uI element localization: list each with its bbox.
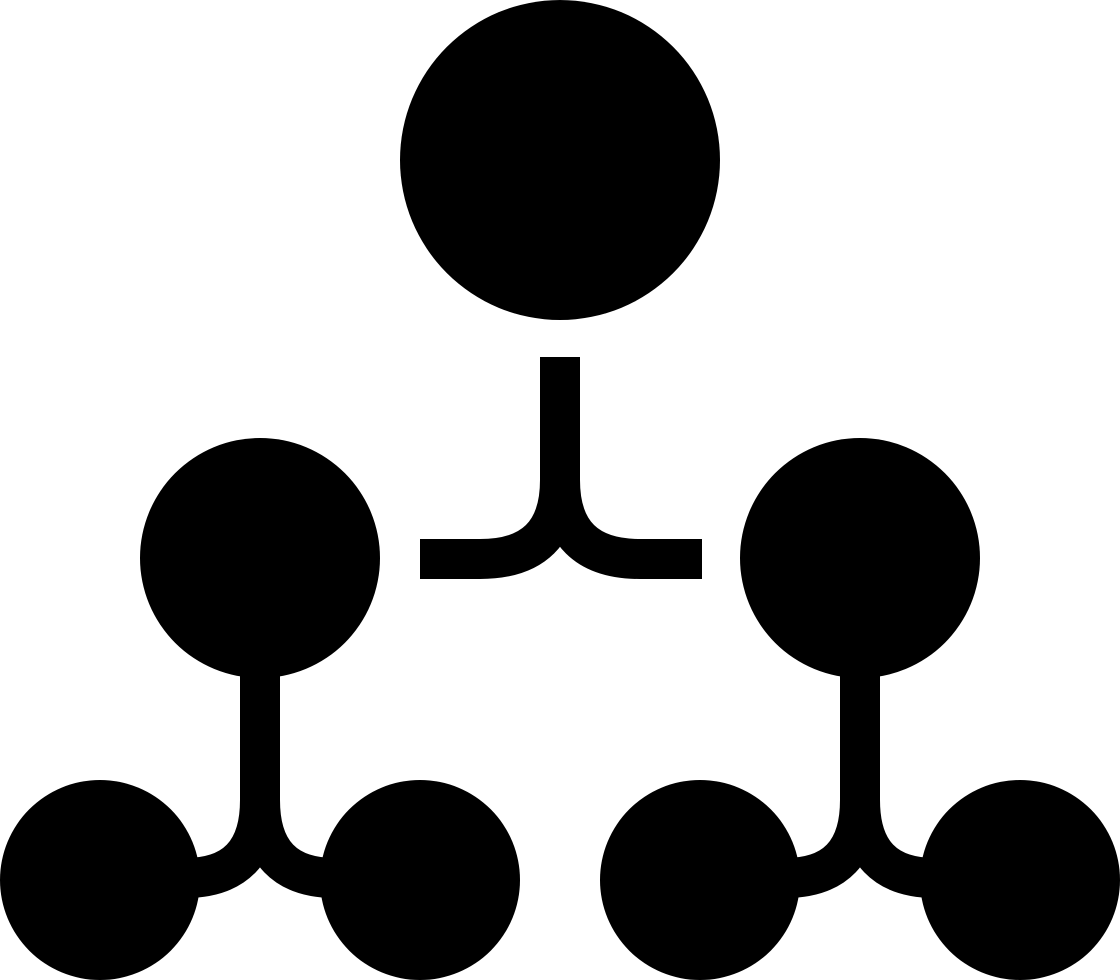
leaf-node-1 — [0, 780, 200, 980]
leaf-node-4 — [920, 780, 1120, 980]
root-connector — [420, 357, 702, 579]
leaf-node-3 — [600, 780, 800, 980]
leaf-node-2 — [320, 780, 520, 980]
middle-left-node — [140, 438, 380, 678]
right-branch-connector — [784, 660, 936, 898]
root-node — [400, 0, 720, 320]
middle-right-node — [740, 438, 980, 678]
left-branch-connector — [184, 660, 336, 898]
